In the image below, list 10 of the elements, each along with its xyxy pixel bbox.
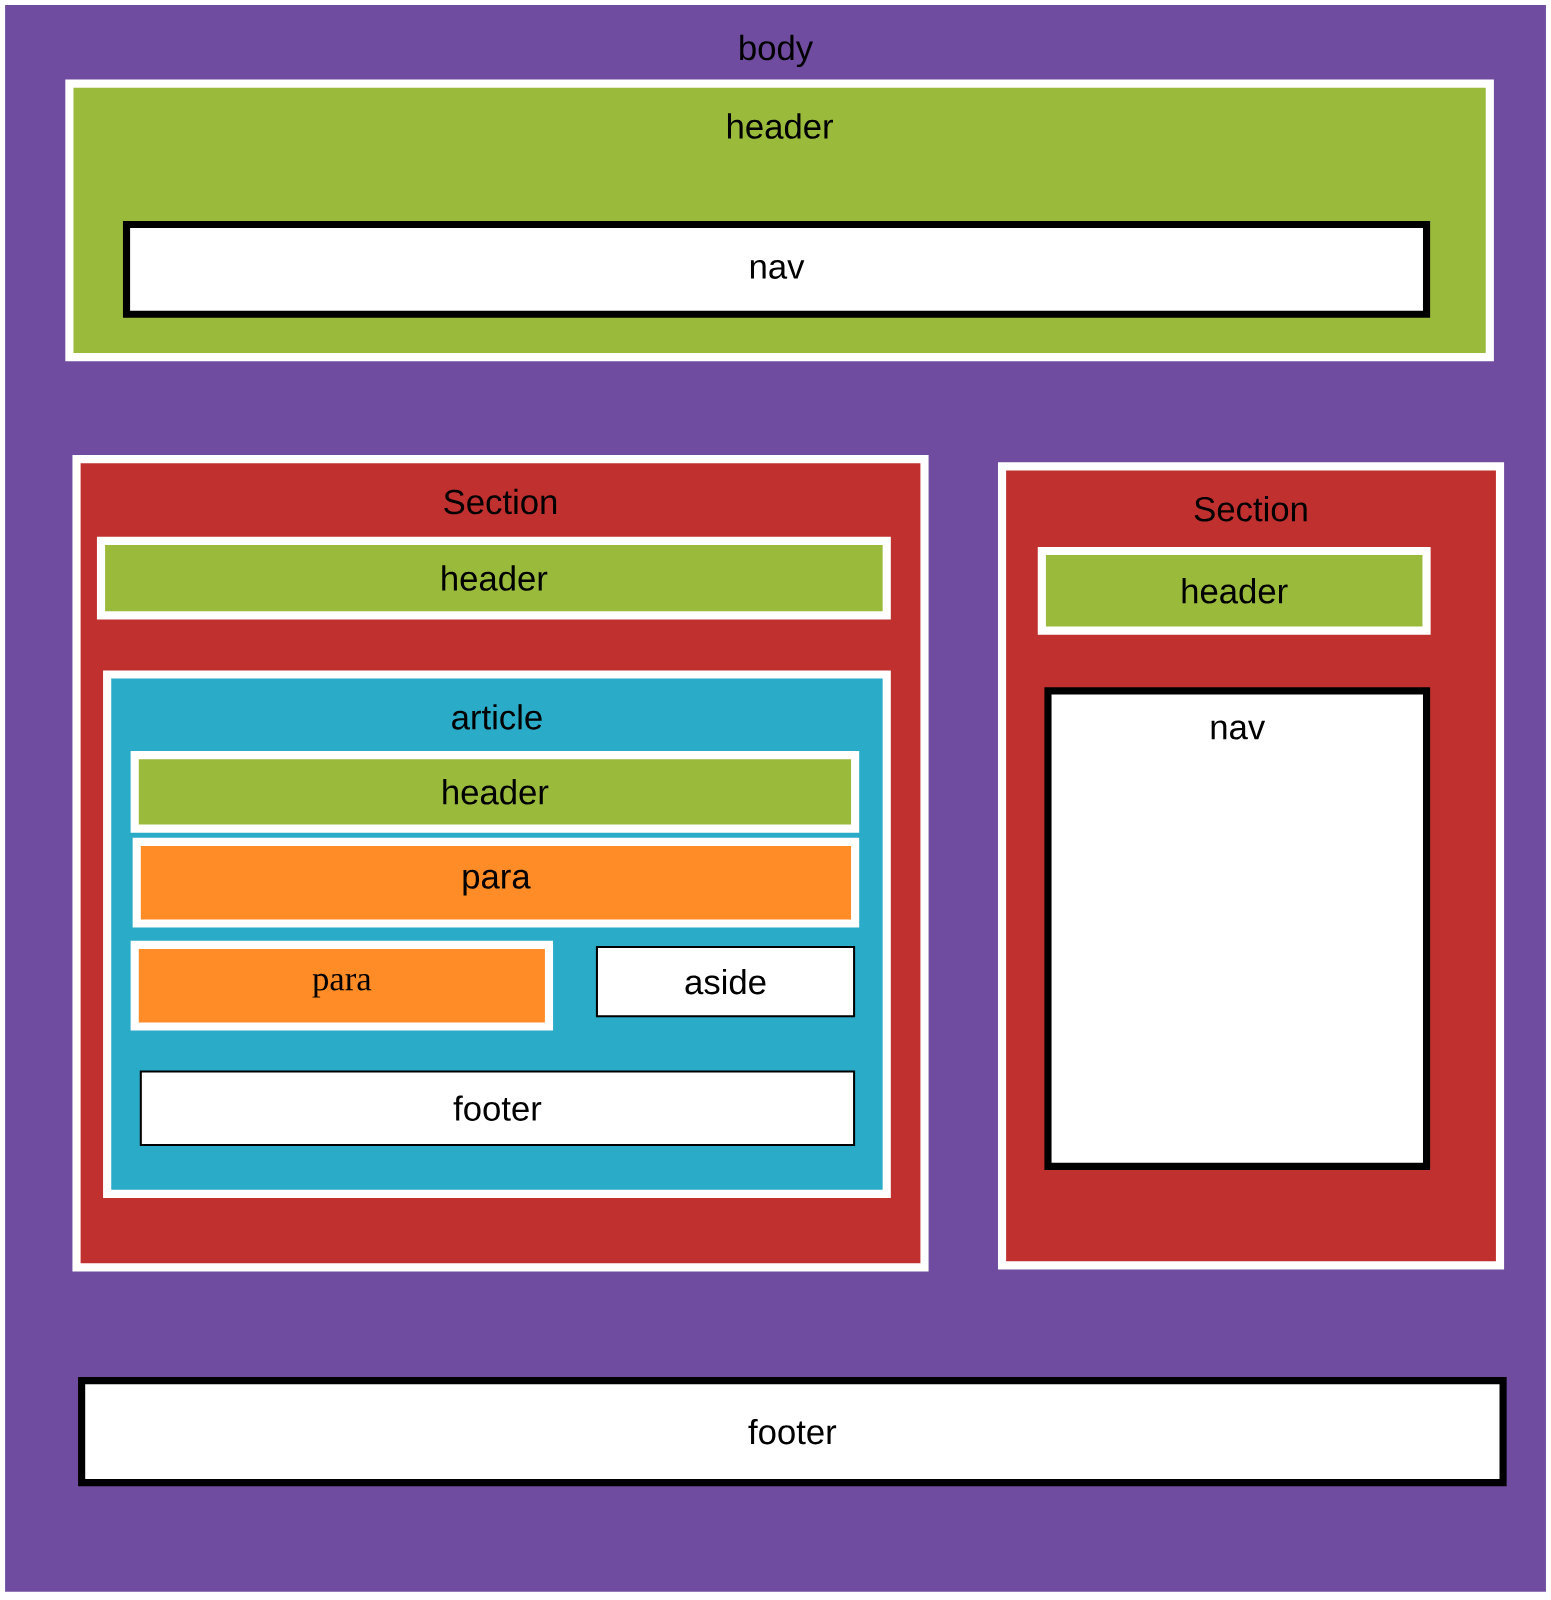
header-box: header <box>1037 546 1431 635</box>
header-box: header <box>96 536 891 620</box>
footer-box: footer <box>139 1070 856 1146</box>
para-box: para <box>132 837 860 928</box>
footer-box: footer <box>78 1377 1507 1487</box>
aside-box: aside <box>595 945 856 1018</box>
header-box: header <box>130 751 860 833</box>
nav-box: nav <box>122 220 1431 318</box>
para-box: para <box>130 940 554 1031</box>
nav-panel: nav <box>1044 687 1431 1170</box>
